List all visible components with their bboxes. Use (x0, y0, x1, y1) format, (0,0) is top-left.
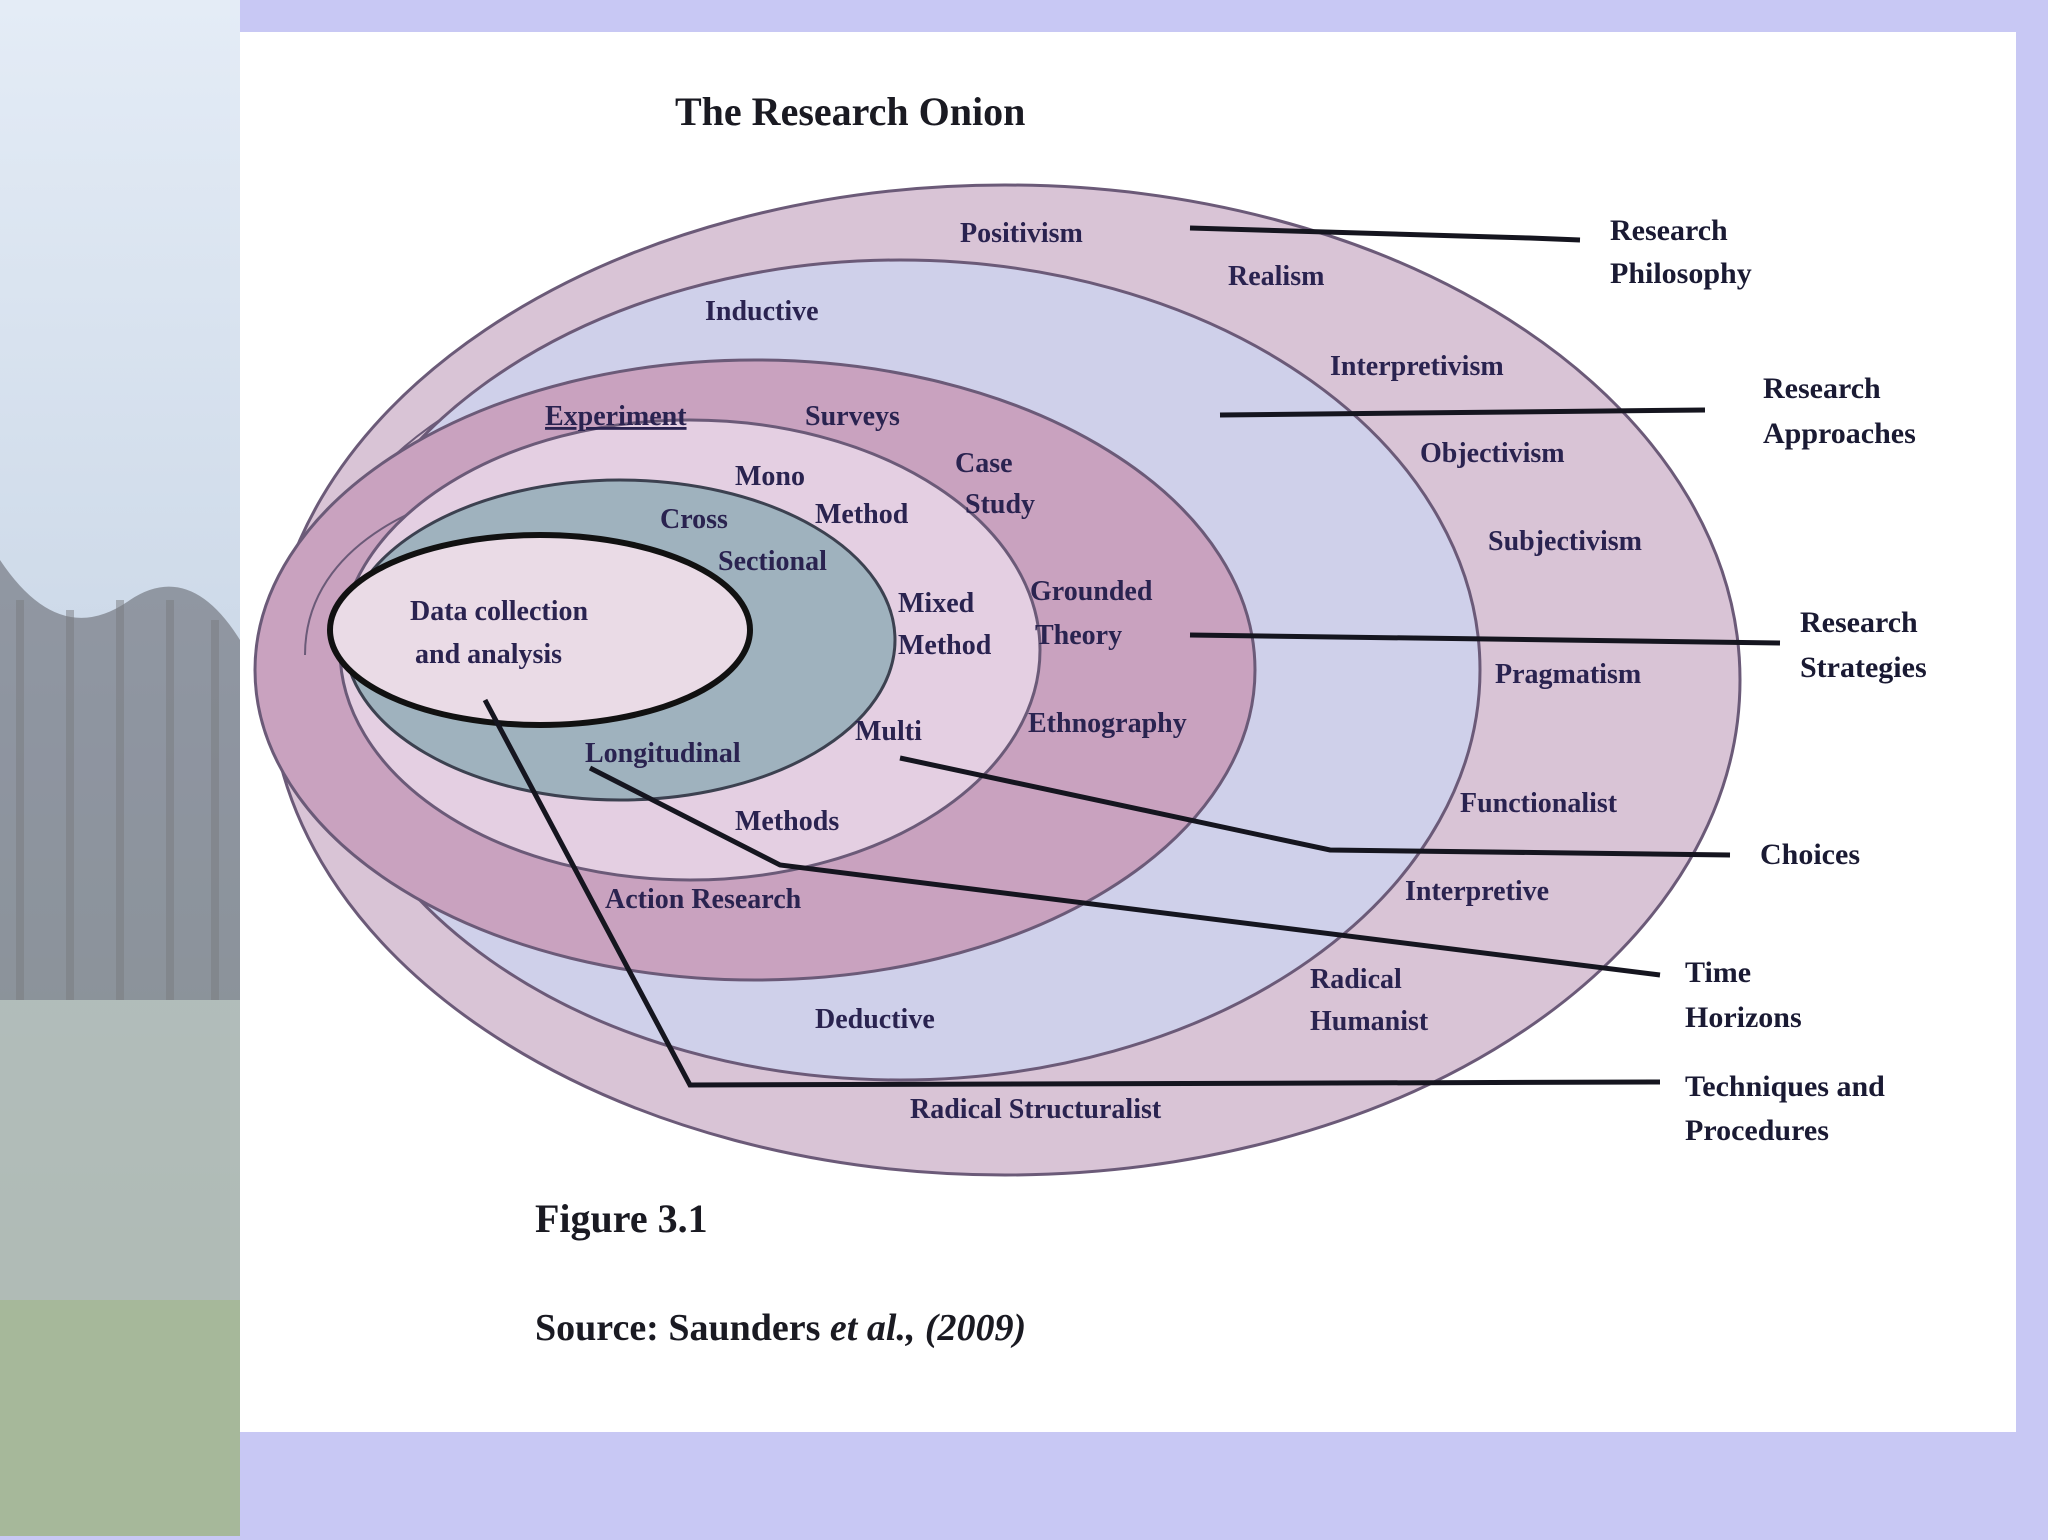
label-radical: Radical (1310, 964, 1402, 995)
core-line-2: and analysis (415, 639, 562, 670)
side-label-research-approaches-2: Approaches (1763, 417, 1916, 450)
source-authors: et al., (830, 1307, 915, 1349)
label-methods: Methods (735, 806, 839, 837)
core-line-1: Data collection (410, 596, 588, 627)
side-label-time-horizons-2: Horizons (1685, 1001, 1802, 1034)
label-action-research: Action Research (605, 884, 802, 915)
side-label-time-horizons-1: Time (1685, 956, 1751, 989)
side-label-research-philosophy-1: Research (1610, 214, 1728, 247)
figure-label: Figure 3.1 (535, 1196, 708, 1241)
label-radical-structuralist: Radical Structuralist (910, 1094, 1162, 1125)
label-mixed-method: Method (898, 630, 992, 661)
label-pragmatism: Pragmatism (1495, 659, 1641, 690)
label-functionalist: Functionalist (1460, 788, 1618, 819)
figure-source: Source: Saunders et al., (2009) (535, 1307, 1026, 1349)
label-theory: Theory (1035, 620, 1122, 651)
label-interpretive: Interpretive (1405, 876, 1549, 907)
side-label-research-strategies-2: Strategies (1800, 651, 1927, 684)
label-deductive: Deductive (815, 1004, 935, 1035)
side-label-research-strategies-1: Research (1800, 606, 1918, 639)
label-realism: Realism (1228, 261, 1324, 292)
label-inductive: Inductive (705, 296, 819, 327)
source-prefix: Source: Saunders (535, 1307, 830, 1349)
label-surveys: Surveys (805, 401, 900, 432)
side-label-research-philosophy-2: Philosophy (1610, 257, 1752, 290)
label-multi: Multi (855, 716, 922, 747)
diagram-title: The Research Onion (675, 89, 1025, 134)
leader-line-approaches (1219, 407, 1706, 418)
label-case: Case (955, 448, 1013, 479)
label-interpretivism: Interpretivism (1330, 351, 1504, 382)
leader-line-philosophy (1189, 225, 1581, 243)
label-longitudinal: Longitudinal (585, 738, 741, 769)
label-mono-method: Method (815, 499, 909, 530)
leader-line-time-horizons (588, 765, 1661, 978)
source-year: (2009) (915, 1307, 1026, 1349)
side-decorative-photo (0, 0, 240, 1536)
leader-line-techniques (482, 698, 1661, 1088)
label-cross: Cross (660, 504, 728, 535)
label-mono: Mono (735, 461, 805, 492)
side-label-techniques-2: Procedures (1685, 1114, 1829, 1147)
label-experiment: Experiment (545, 401, 687, 432)
leader-line-choices (899, 755, 1731, 858)
label-study: Study (965, 489, 1035, 520)
label-positivism: Positivism (960, 218, 1083, 249)
label-objectivism: Objectivism (1420, 438, 1565, 469)
label-humanist: Humanist (1310, 1006, 1429, 1037)
label-mixed: Mixed (898, 588, 975, 619)
leader-line-strategies (1189, 632, 1781, 646)
side-label-choices: Choices (1760, 838, 1860, 871)
label-ethnography: Ethnography (1028, 708, 1187, 739)
label-subjectivism: Subjectivism (1488, 526, 1642, 557)
layer-core (327, 532, 753, 728)
label-grounded: Grounded (1030, 576, 1153, 607)
label-sectional: Sectional (718, 546, 827, 577)
side-label-research-approaches-1: Research (1763, 372, 1881, 405)
side-label-techniques-1: Techniques and (1685, 1070, 1885, 1103)
